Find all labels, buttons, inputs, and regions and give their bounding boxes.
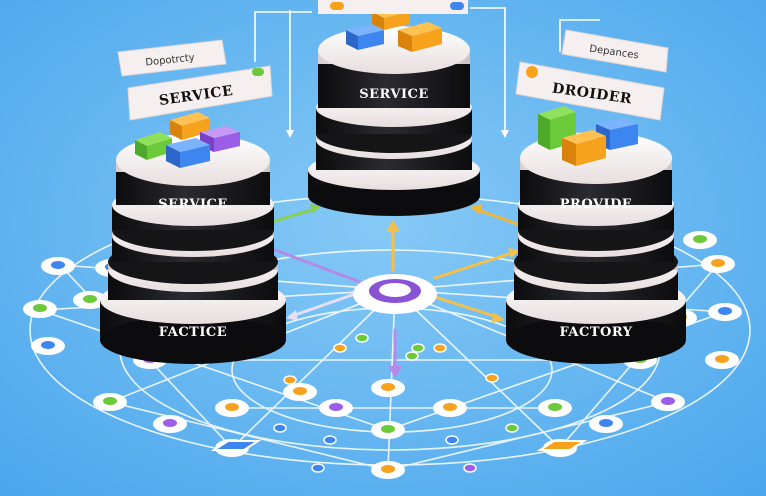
- diamond-node-icon: [210, 440, 262, 451]
- network-node: [701, 255, 735, 273]
- top-center-tag: [318, 0, 468, 14]
- central-hub[interactable]: [353, 274, 437, 314]
- diamond-node-icon: [536, 440, 588, 451]
- network-node: [31, 337, 65, 355]
- depances-tag: Depances: [561, 29, 669, 73]
- network-node: [683, 231, 717, 249]
- left-stack-cubes: [135, 112, 240, 168]
- center-stack[interactable]: SERVICE: [308, 6, 480, 216]
- network-dot: [273, 423, 287, 433]
- blue-cube-icon: [346, 24, 384, 50]
- orange-cube-icon: [170, 112, 210, 140]
- center-stack-label: SERVICE: [359, 87, 429, 102]
- provider-banner: DROIDER: [515, 61, 665, 121]
- left-stack-bottom-label: FACTICE: [159, 325, 227, 340]
- network-dot: [333, 343, 347, 353]
- network-node: [73, 291, 107, 309]
- network-node: [41, 257, 75, 275]
- right-stack-cubes: [538, 106, 638, 166]
- network-node: [708, 303, 742, 321]
- network-dot: [463, 463, 477, 473]
- network-node: [371, 461, 405, 479]
- left-stack-top-label: SERVICE: [158, 197, 228, 212]
- right-stack-top-label: PROVIDE: [560, 197, 633, 212]
- network-node: [319, 399, 353, 417]
- network-node: [651, 393, 685, 411]
- network-dot: [445, 435, 459, 445]
- network-node: [215, 399, 249, 417]
- network-node: [705, 351, 739, 369]
- network-node: [433, 399, 467, 417]
- network-dot: [283, 375, 297, 385]
- network-node: [589, 415, 623, 433]
- network-dot: [505, 423, 519, 433]
- green-cube-icon: [135, 132, 172, 160]
- network-dot: [405, 351, 419, 361]
- orange-cube-icon-2: [398, 22, 442, 52]
- network-node: [371, 421, 405, 439]
- network-node: [371, 379, 405, 397]
- network-node: [283, 383, 317, 401]
- blue-cube-icon: [166, 138, 210, 168]
- service-banner: SERVICE: [127, 65, 273, 121]
- right-stack-disc-top: [520, 132, 672, 205]
- right-stack-bottom-label: FACTORY: [559, 325, 632, 340]
- left-stack[interactable]: SERVICE FACTICE: [100, 112, 286, 364]
- network-node: [93, 393, 127, 411]
- right-stack[interactable]: PROVIDE FACTORY: [506, 106, 686, 364]
- tag-connectors: [254, 7, 600, 135]
- network-node: [153, 415, 187, 433]
- network-node: [23, 300, 57, 318]
- purple-cube-icon: [200, 126, 240, 152]
- network-dot: [355, 333, 369, 343]
- network-dot: [485, 373, 499, 383]
- network-nodes: [23, 231, 742, 479]
- dependency-tag: Dopotrcty: [117, 39, 227, 77]
- orange-cube-icon: [562, 130, 606, 166]
- flow-arrowheads: [286, 204, 520, 378]
- network-dot: [311, 463, 325, 473]
- tag-connector-arrows: [286, 130, 509, 138]
- network-dot: [433, 343, 447, 353]
- network-node: [538, 399, 572, 417]
- network-dot: [411, 343, 425, 353]
- svg-text:Dopotrcty: Dopotrcty: [145, 52, 195, 68]
- network-dot: [323, 435, 337, 445]
- flow-arrows: [270, 206, 522, 374]
